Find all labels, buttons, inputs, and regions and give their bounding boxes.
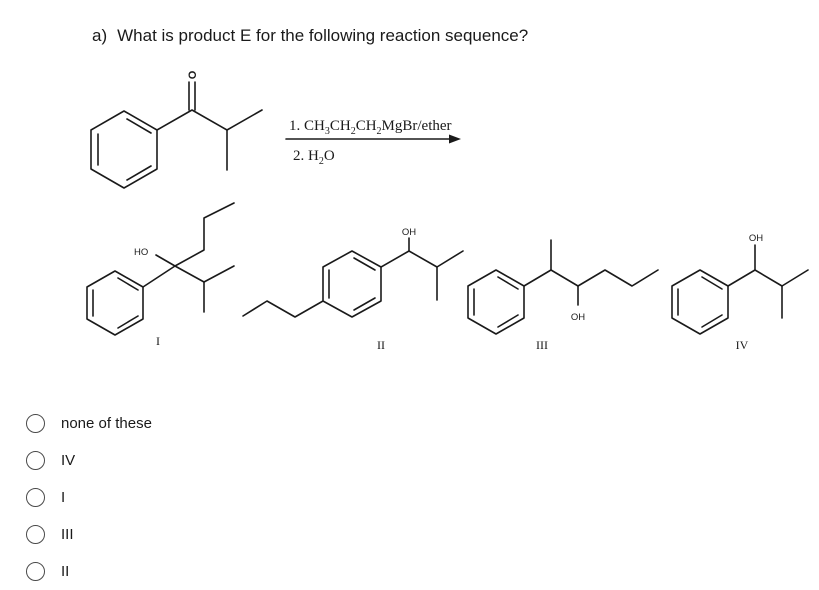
product-ii-double-bond-2: [353, 297, 376, 311]
reactant-structure: O: [90, 70, 263, 189]
radio-button[interactable]: [26, 488, 45, 507]
product-ii-benzene-ring: [322, 250, 382, 318]
product-ii-propyl-chain: [242, 300, 324, 318]
product-i-double-bond-1: [117, 277, 139, 291]
product-ii-hydroxyl-label: OH: [402, 227, 416, 238]
reaction-scheme: O 1. CH3CH2CH2MgBr/ether 2. H2O HO I OH …: [86, 70, 809, 352]
radio-button[interactable]: [26, 451, 45, 470]
option-label: IV: [61, 452, 76, 469]
product-ii-label: II: [377, 338, 385, 352]
product-i-c-oh-bond: [155, 254, 176, 267]
option-ii[interactable]: II: [26, 553, 152, 590]
reactant-benzene-ring: [90, 110, 158, 189]
product-iii-hydroxyl-label: OH: [571, 312, 585, 323]
radio-button[interactable]: [26, 525, 45, 544]
option-label: none of these: [61, 415, 152, 432]
radio-button[interactable]: [26, 562, 45, 581]
product-i-double-bond-2: [117, 315, 139, 329]
option-label: I: [61, 489, 66, 506]
product-ii-double-bond-1: [353, 257, 376, 271]
product-iii-structure: OH III: [467, 239, 659, 352]
question-text: a) What is product E for the following re…: [92, 26, 528, 46]
product-i-ring-to-carbinol: [142, 265, 176, 288]
product-iii-benzene-ring: [467, 269, 525, 335]
reactant-carbon-chain: [156, 109, 263, 131]
product-iii-double-bond-1: [497, 276, 519, 290]
product-i-benzene-ring: [86, 270, 144, 336]
product-ii-ring-to-carbinol: [380, 250, 410, 268]
option-iv[interactable]: IV: [26, 442, 152, 479]
reaction-arrowhead: [449, 134, 461, 144]
product-iv-benzene-ring: [671, 269, 729, 335]
option-i[interactable]: I: [26, 479, 152, 516]
product-i-propyl-chain: [174, 202, 235, 267]
reagent-step-2: 2. H2O: [293, 148, 335, 167]
reactant-oxygen-label: O: [187, 70, 199, 79]
product-ii-isopropyl: [408, 250, 464, 268]
question-prefix: a): [92, 26, 108, 45]
option-iii[interactable]: III: [26, 516, 152, 553]
option-label: III: [61, 526, 74, 543]
product-iv-label: IV: [736, 338, 749, 352]
reactant-ring-double-bond-2: [126, 165, 152, 181]
product-iv-isopropyl: [754, 269, 809, 287]
product-i-structure: HO I: [86, 202, 235, 348]
answer-options: none of these IV I III II: [26, 405, 152, 590]
product-iv-structure: OH IV: [671, 233, 809, 352]
product-i-isopropyl: [174, 265, 235, 283]
product-iii-carbon-chain: [523, 269, 659, 287]
radio-button[interactable]: [26, 414, 45, 433]
reagents: 1. CH3CH2CH2MgBr/ether 2. H2O: [285, 118, 461, 167]
product-iv-double-bond-2: [701, 314, 723, 328]
reactant-ring-double-bond-1: [126, 118, 152, 134]
product-iv-double-bond-1: [701, 276, 723, 290]
product-ii-structure: OH II: [242, 227, 464, 352]
product-i-hydroxyl-label: HO: [134, 247, 148, 258]
product-iii-label: III: [536, 338, 548, 352]
product-iv-hydroxyl-label: OH: [749, 233, 763, 244]
reagent-step-1: 1. CH3CH2CH2MgBr/ether: [289, 118, 452, 137]
product-i-label: I: [156, 334, 160, 348]
product-iii-double-bond-2: [497, 314, 519, 328]
option-label: II: [61, 563, 70, 580]
option-none-of-these[interactable]: none of these: [26, 405, 152, 442]
question-body: What is product E for the following reac…: [117, 26, 529, 45]
product-iv-ring-to-carbinol: [727, 269, 756, 287]
